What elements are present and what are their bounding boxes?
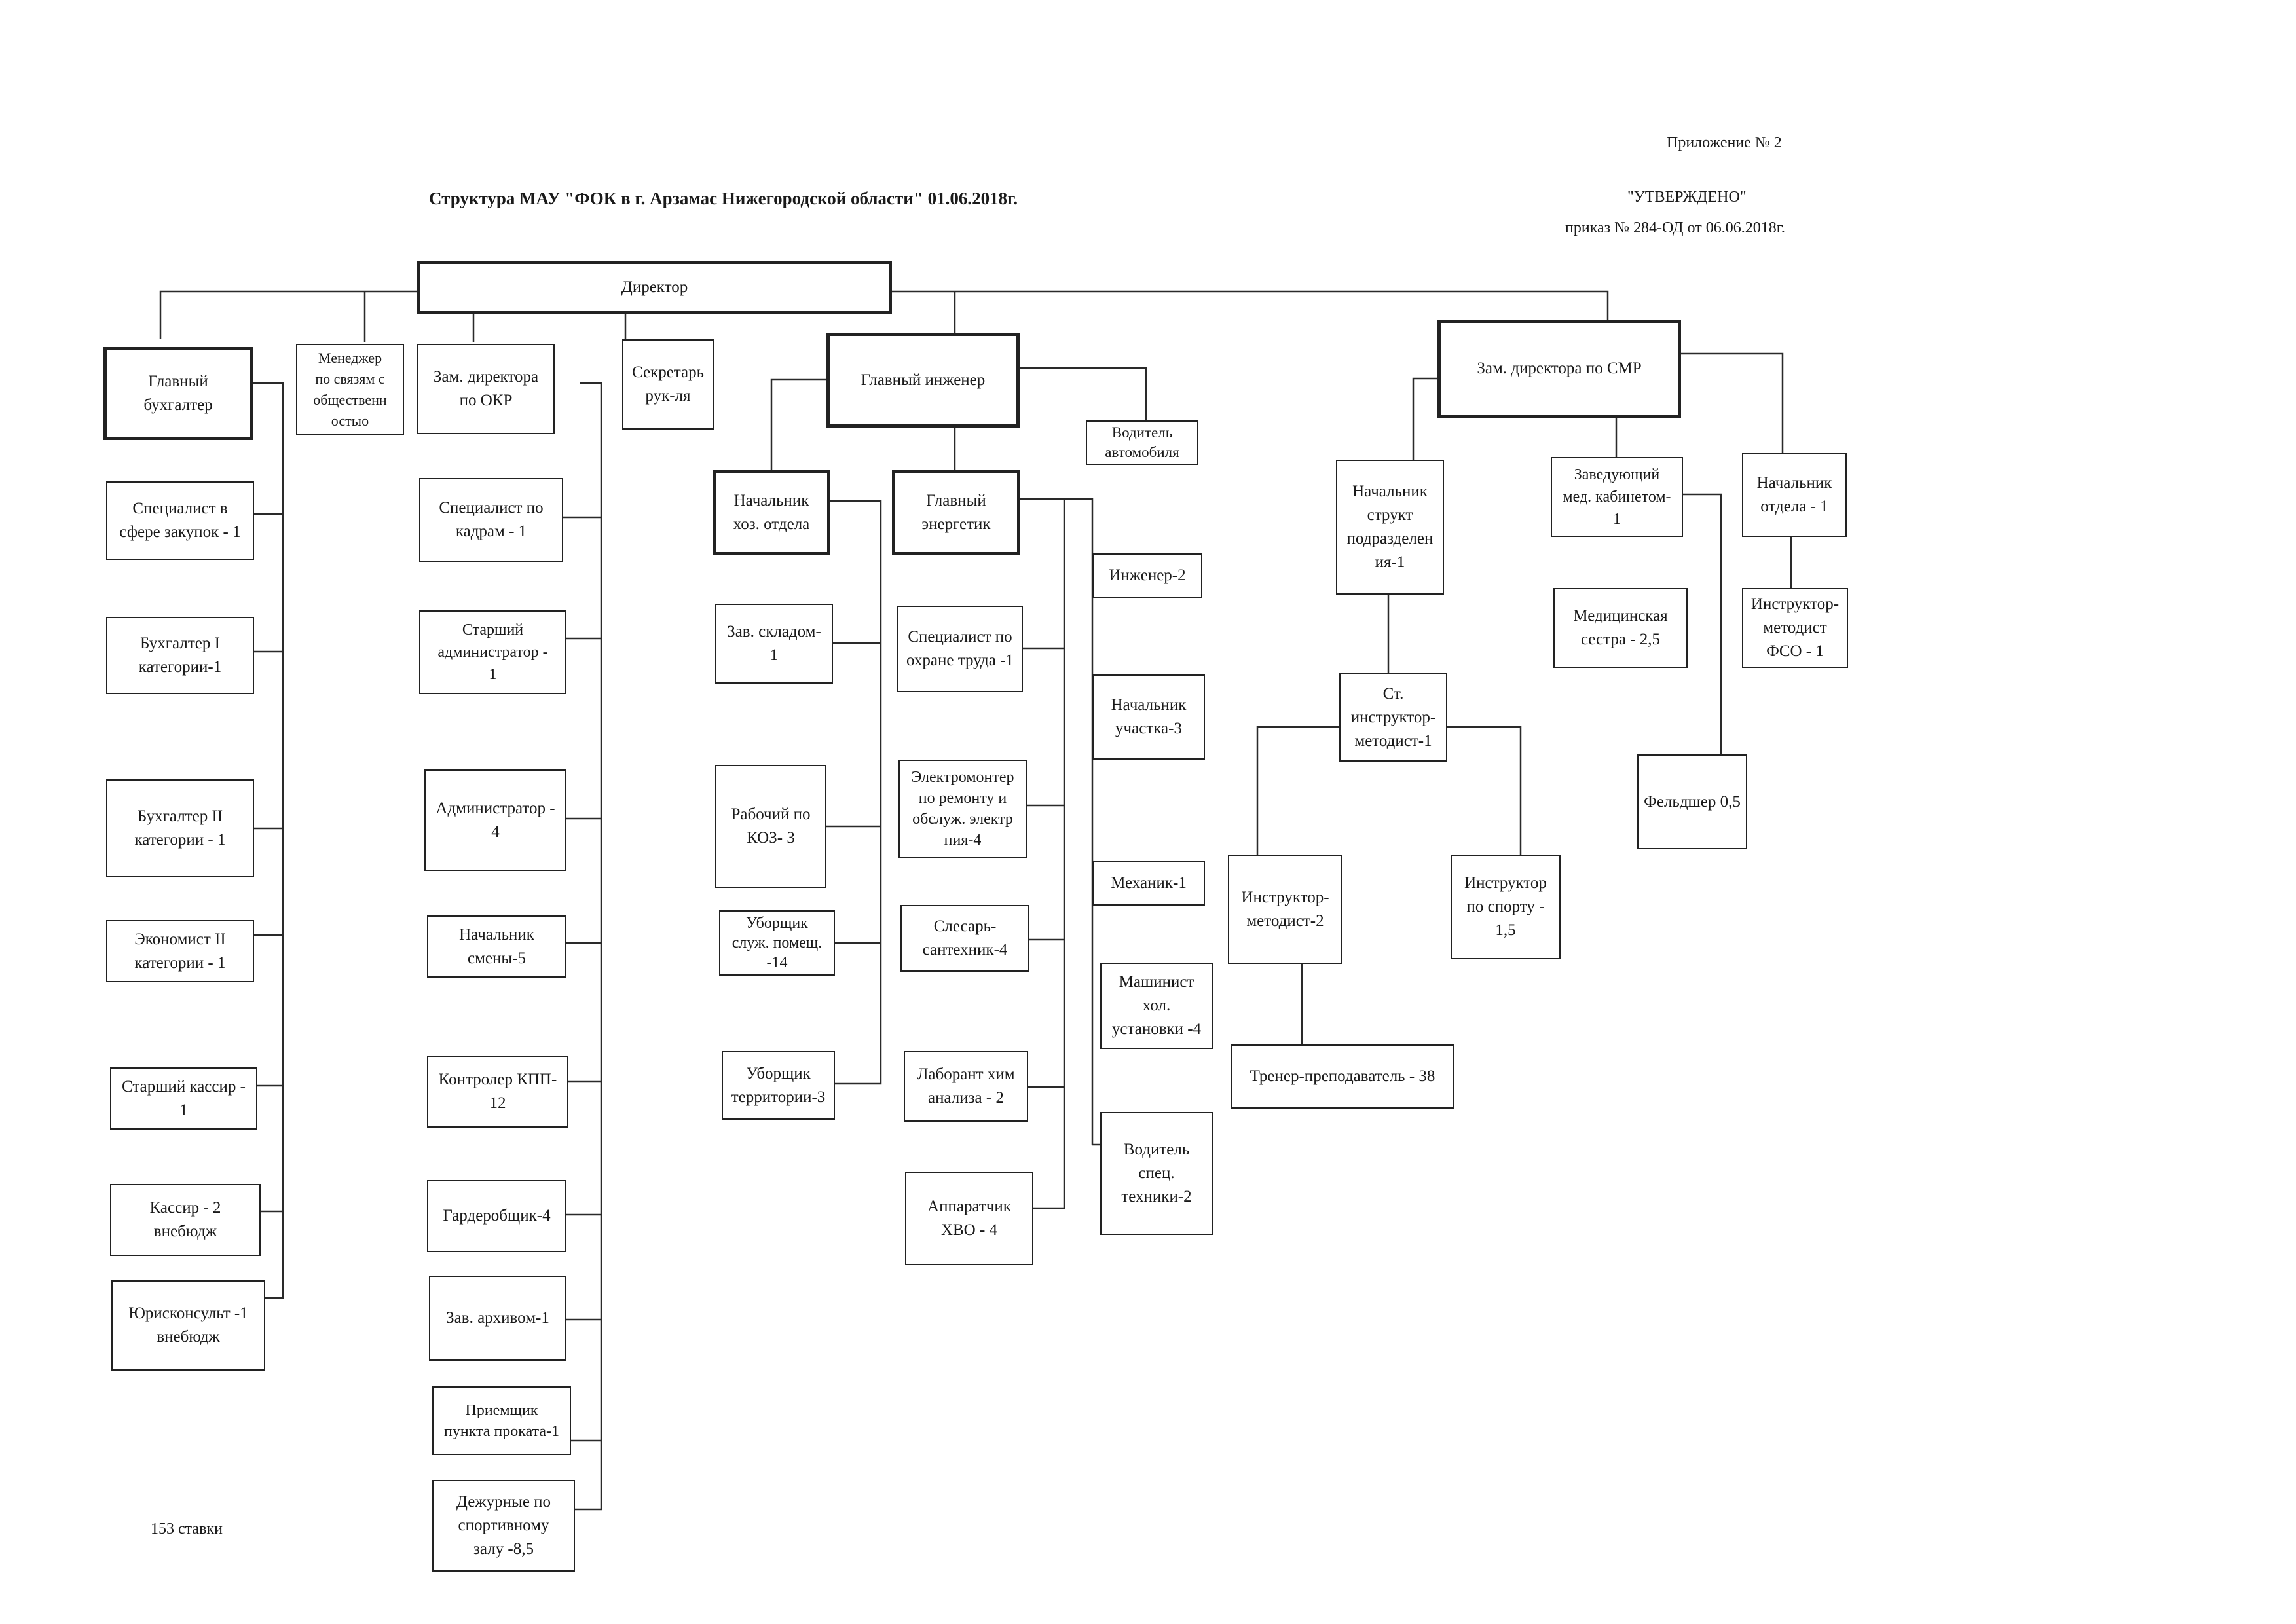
node-refrig-operator: Машинист хол. установки -4 xyxy=(1100,963,1213,1049)
node-rental: Приемщик пункта проката-1 xyxy=(432,1386,571,1455)
node-senior-admin: Старший администратор - 1 xyxy=(419,610,566,694)
node-coach: Тренер-преподаватель - 38 xyxy=(1231,1044,1454,1109)
total-staff-label: 153 ставки xyxy=(151,1521,223,1538)
node-chief-power: Главный энергетик xyxy=(892,470,1020,555)
node-accountant-2: Бухгалтер II категории - 1 xyxy=(106,779,254,877)
node-gym-duty: Дежурные по спортивному залу -8,5 xyxy=(432,1480,575,1572)
node-pr-manager: Менеджер по связям с общественн остью xyxy=(296,344,404,435)
node-section-head: Начальник участка-3 xyxy=(1092,674,1205,760)
node-sport-instructor: Инструктор по спорту - 1,5 xyxy=(1451,855,1561,959)
node-unit-head: Начальник структ подразделен ия-1 xyxy=(1336,460,1444,595)
node-senior-cashier: Старший кассир - 1 xyxy=(110,1067,257,1130)
node-hoz-head: Начальник хоз. отдела xyxy=(713,470,830,555)
node-admin: Администратор - 4 xyxy=(424,769,566,871)
node-mechanic: Механик-1 xyxy=(1092,861,1205,906)
node-deputy-okr: Зам. директора по ОКР xyxy=(417,344,555,434)
node-electrician: Электромонтер по ремонту и обслуж. элект… xyxy=(898,760,1027,858)
page-title: Структура МАУ "ФОК в г. Арзамас Нижегоро… xyxy=(429,189,1018,208)
node-special-driver: Водитель спец. техники-2 xyxy=(1100,1112,1213,1235)
order-label: приказ № 284-ОД от 06.06.2018г. xyxy=(1565,219,1785,236)
node-economist: Экономист II категории - 1 xyxy=(106,920,254,982)
node-hvo-operator: Аппаратчик ХВО - 4 xyxy=(905,1172,1033,1265)
node-plumber: Слесарь- сантехник-4 xyxy=(900,905,1029,972)
node-cleaner-territory: Уборщик территории-3 xyxy=(722,1051,835,1120)
node-dept-head: Начальник отдела - 1 xyxy=(1742,453,1847,537)
node-secretary: Секретарь рук-ля xyxy=(622,339,714,430)
appendix-label: Приложение № 2 xyxy=(1667,134,1782,151)
node-director: Директор xyxy=(417,261,892,314)
node-paramedic: Фельдшер 0,5 xyxy=(1637,754,1747,849)
node-lab-chem: Лаборант хим анализа - 2 xyxy=(904,1051,1028,1122)
node-deputy-smr: Зам. директора по СМР xyxy=(1437,320,1681,418)
node-nurse: Медицинская сестра - 2,5 xyxy=(1553,588,1688,668)
node-shift-head: Начальник смены-5 xyxy=(427,915,566,978)
node-med-head: Заведующий мед. кабинетом- 1 xyxy=(1551,457,1683,537)
node-checkpoint: Контролер КПП- 12 xyxy=(427,1056,568,1128)
node-cloakroom: Гардеробщик-4 xyxy=(427,1180,566,1252)
node-fso-instructor: Инструктор- методист ФСО - 1 xyxy=(1742,588,1848,668)
node-warehouse: Зав. складом- 1 xyxy=(715,604,833,684)
node-procurement: Специалист в сфере закупок - 1 xyxy=(106,481,254,560)
node-instructor-methodist: Инструктор- методист-2 xyxy=(1228,855,1342,964)
node-senior-instructor: Ст. инструктор- методист-1 xyxy=(1339,673,1447,762)
node-cashier: Кассир - 2 внебюдж xyxy=(110,1184,261,1256)
node-archive: Зав. архивом-1 xyxy=(429,1276,566,1361)
node-accountant-1: Бухгалтер I категории-1 xyxy=(106,617,254,694)
approved-label: "УТВЕРЖДЕНО" xyxy=(1627,189,1747,206)
node-engineer: Инженер-2 xyxy=(1092,553,1202,598)
node-labor-safety: Специалист по охране труда -1 xyxy=(897,606,1023,692)
node-koz-worker: Рабочий по КОЗ- 3 xyxy=(715,765,826,888)
node-chief-engineer: Главный инженер xyxy=(826,333,1020,428)
node-hr-specialist: Специалист по кадрам - 1 xyxy=(419,478,563,562)
node-lawyer: Юрисконсульт -1 внебюдж xyxy=(111,1280,265,1371)
node-car-driver: Водитель автомобиля xyxy=(1086,420,1198,465)
node-chief-accountant: Главный бухгалтер xyxy=(103,347,253,440)
node-cleaner-rooms: Уборщик служ. помещ. -14 xyxy=(719,910,835,976)
